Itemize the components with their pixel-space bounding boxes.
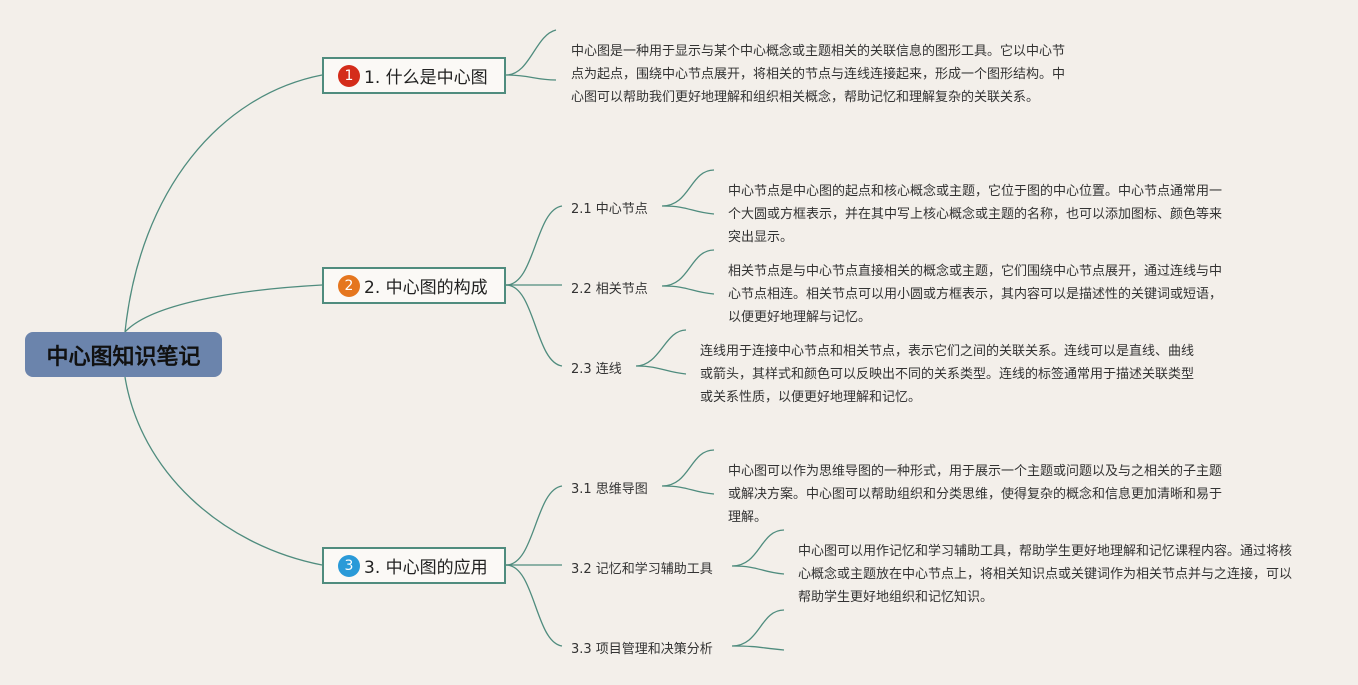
sub-node-2-2[interactable]: 2.2 相关节点	[571, 282, 648, 297]
note-sub-3-1: 中心图可以作为思维导图的一种形式，用于展示一个主题或问题以及与之相关的子主题或解…	[728, 464, 1223, 525]
sub-node-3-1[interactable]: 3.1 思维导图	[571, 482, 648, 497]
link-sub-3-3-note	[731, 609, 785, 651]
link-branch-1-note	[505, 29, 557, 81]
link-root-branch-1	[124, 74, 323, 333]
link-branch-2-sub-3	[505, 284, 563, 367]
link-sub-2-3-note	[635, 329, 687, 375]
branch-node-1[interactable]: 1 1. 什么是中心图	[322, 57, 506, 94]
link-branch-3-sub-1	[505, 485, 563, 566]
link-sub-3-2-note	[731, 529, 785, 575]
connector-group	[124, 29, 785, 651]
note-sub-2-3: 连线用于连接中心节点和相关节点，表示它们之间的关联关系。连线可以是直线、曲线或箭…	[700, 344, 1195, 405]
priority-2-icon: 2	[338, 274, 360, 297]
sub-node-2-1[interactable]: 2.1 中心节点	[571, 202, 648, 217]
branch-label: 3. 中心图的应用	[364, 558, 488, 578]
link-sub-2-2-note	[661, 249, 715, 295]
link-sub-2-1-note	[661, 169, 715, 215]
sub-node-3-3[interactable]: 3.3 项目管理和决策分析	[571, 642, 713, 657]
branch-label: 2. 中心图的构成	[364, 278, 488, 298]
priority-1-icon: 1	[338, 64, 360, 87]
link-branch-3-sub-3	[505, 564, 563, 647]
branch-label: 1. 什么是中心图	[364, 68, 488, 88]
sub-node-2-3[interactable]: 2.3 连线	[571, 362, 622, 377]
link-branch-2-sub-1	[505, 205, 563, 286]
note-sub-3-2: 中心图可以用作记忆和学习辅助工具，帮助学生更好地理解和记忆课程内容。通过将核心概…	[798, 544, 1293, 605]
priority-3-icon: 3	[338, 554, 360, 577]
branch-node-3[interactable]: 3 3. 中心图的应用	[322, 547, 506, 584]
link-sub-3-1-note	[661, 449, 715, 495]
sub-node-3-2[interactable]: 3.2 记忆和学习辅助工具	[571, 562, 713, 577]
note-sub-2-2: 相关节点是与中心节点直接相关的概念或主题，它们围绕中心节点展开，通过连线与中心节…	[728, 264, 1223, 325]
link-root-branch-3	[124, 376, 323, 566]
root-node[interactable]: 中心图知识笔记	[25, 332, 222, 377]
note-branch-1: 中心图是一种用于显示与某个中心概念或主题相关的关联信息的图形工具。它以中心节点为…	[571, 44, 1066, 105]
link-root-branch-2	[124, 284, 323, 333]
branch-node-2[interactable]: 2 2. 中心图的构成	[322, 267, 506, 304]
note-sub-2-1: 中心节点是中心图的起点和核心概念或主题，它位于图的中心位置。中心节点通常用一个大…	[728, 184, 1223, 245]
